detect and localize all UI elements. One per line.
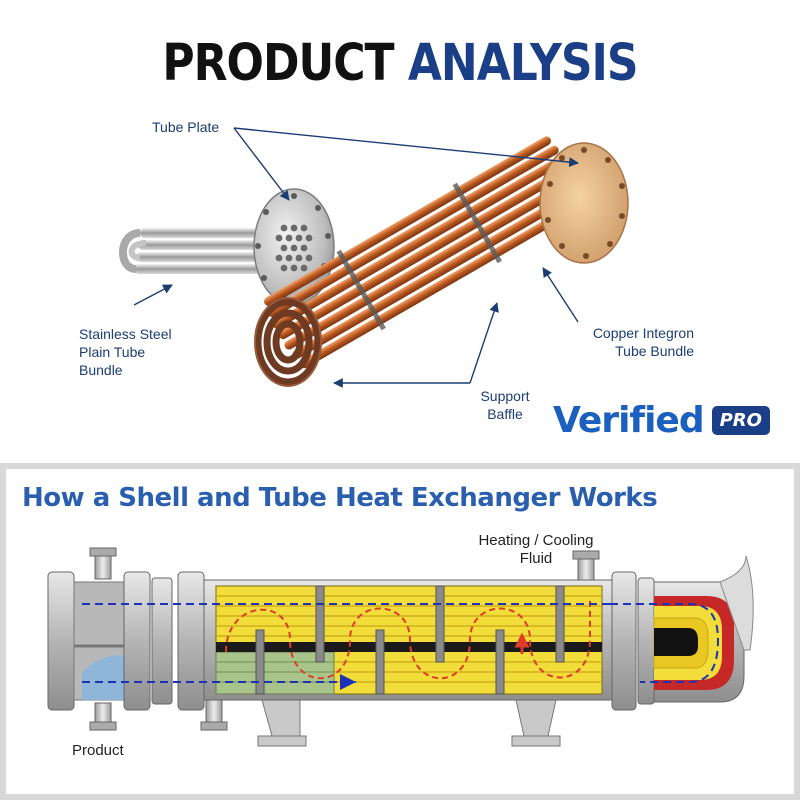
label-heating-cooling-fluid: Heating / Cooling Fluid: [466, 532, 606, 568]
label-tube-plate-text: Tube Plate: [152, 119, 220, 135]
label-product: Product: [72, 742, 124, 760]
rear-ubend-head: [610, 555, 754, 703]
label-product-text: Product: [72, 742, 124, 759]
label-copper-line1: Copper Integron: [592, 325, 694, 341]
label-tube-plate: Tube Plate: [152, 118, 219, 136]
label-fluid-line2: Fluid: [519, 550, 553, 567]
copper-tube-plate: [539, 142, 629, 264]
label-stainless-bundle: Stainless Steel Plain Tube Bundle: [79, 325, 172, 379]
copper-tube-bundle: [254, 136, 587, 387]
label-pointers: [133, 127, 579, 388]
label-support-baffle: Support Baffle: [470, 387, 540, 423]
verified-pro-badge: Verified PRO: [553, 398, 770, 442]
rear-flanges: [611, 571, 655, 711]
title-word-analysis: ANALYSIS: [407, 34, 639, 93]
nozzles: [89, 547, 600, 731]
label-stainless-line2: Plain Tube: [79, 344, 146, 360]
heat-exchanger-diagram: [47, 547, 754, 747]
tube-bundle-illustration: [119, 127, 629, 388]
pro-pill: PRO: [711, 405, 770, 435]
saddle-supports: [257, 699, 561, 747]
label-stainless-line3: Bundle: [79, 362, 123, 378]
shell-body: [82, 579, 613, 701]
channel-head: [47, 571, 205, 711]
label-copper-bundle: Copper Integron Tube Bundle: [560, 324, 694, 360]
page-title: PRODUCT ANALYSIS: [0, 34, 800, 93]
label-stainless-line1: Stainless Steel: [79, 326, 172, 342]
verified-text: Verified: [553, 399, 705, 441]
label-baffle-line1: Support: [480, 388, 530, 404]
label-baffle-line2: Baffle: [487, 406, 523, 422]
label-fluid-line1: Heating / Cooling: [478, 532, 594, 549]
title-word-product: PRODUCT: [162, 34, 394, 93]
exchanger-heading: How a Shell and Tube Heat Exchanger Work…: [22, 483, 658, 513]
label-copper-line2: Tube Bundle: [615, 343, 694, 359]
